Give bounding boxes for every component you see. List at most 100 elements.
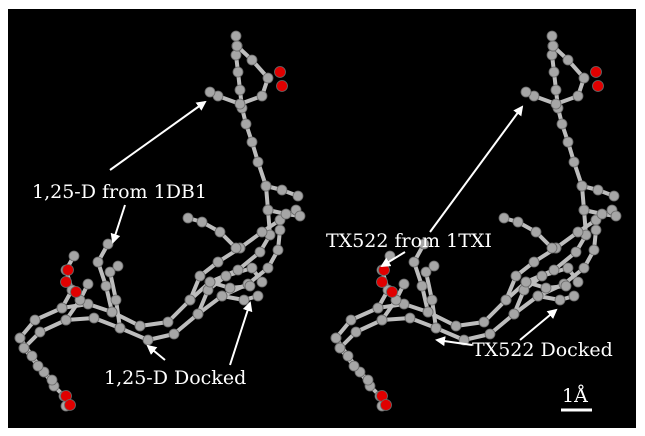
carbon-atom: [562, 136, 574, 148]
carbon-atom: [92, 256, 104, 268]
carbon-atom: [572, 90, 584, 102]
oxygen-atom: [386, 286, 398, 298]
carbon-atom: [230, 242, 242, 254]
carbon-atom: [182, 212, 194, 224]
carbon-atom: [420, 266, 432, 278]
carbon-atom: [110, 294, 122, 306]
carbon-atom: [256, 90, 268, 102]
carbon-atom: [422, 306, 434, 318]
carbon-atom: [376, 314, 388, 326]
carbon-atom: [608, 190, 620, 202]
carbon-atom: [256, 276, 268, 288]
carbon-atom: [230, 30, 242, 42]
carbon-atom: [234, 84, 246, 96]
arrow-crystal-up-left: [109, 100, 207, 171]
carbon-atom: [294, 210, 306, 222]
carbon-atom: [342, 350, 354, 362]
carbon-atom: [212, 256, 224, 268]
carbon-atom: [345, 314, 357, 326]
carbon-atom: [562, 262, 574, 274]
carbon-atom: [428, 260, 440, 272]
carbon-atom: [112, 260, 124, 272]
carbon-atom: [234, 98, 246, 110]
carbon-atom: [610, 210, 622, 222]
carbon-atom: [512, 216, 524, 228]
carbon-atom: [508, 308, 520, 320]
oxygen-atom: [60, 276, 72, 288]
label-right-crystal: TX522 from 1TXI: [326, 230, 492, 252]
carbon-atom: [34, 326, 46, 338]
carbon-atom: [520, 86, 532, 98]
carbon-atom: [280, 208, 292, 220]
carbon-atom: [536, 270, 548, 282]
carbon-atom: [532, 290, 544, 302]
oxygen-atom: [376, 276, 388, 288]
carbon-atom: [262, 262, 274, 274]
carbon-atom: [478, 316, 490, 328]
carbon-atom: [560, 280, 572, 292]
carbon-atom: [204, 86, 216, 98]
carbon-atom: [578, 204, 590, 216]
carbon-atom: [29, 314, 41, 326]
carbon-atom: [162, 316, 174, 328]
carbon-atom: [362, 374, 374, 386]
carbon-atom: [256, 226, 268, 238]
label-left-crystal: 1,25-D from 1DB1: [32, 181, 207, 203]
label-left-docked: 1,25-D Docked: [104, 367, 246, 389]
carbon-atom: [498, 212, 510, 224]
scale-bar-label: 1Å: [562, 385, 588, 407]
molecule-panel: [8, 9, 636, 428]
carbon-atom: [372, 302, 384, 314]
carbon-atom: [252, 156, 264, 168]
carbon-atom: [26, 350, 38, 362]
oxygen-atom: [276, 80, 288, 92]
carbon-atom: [60, 314, 72, 326]
carbon-atom: [398, 278, 410, 290]
carbon-atom: [276, 184, 288, 196]
carbon-atom: [520, 276, 532, 288]
carbon-atom: [556, 118, 568, 130]
arrow-crystal-up-right: [429, 105, 524, 233]
carbon-atom: [194, 270, 206, 282]
oxygen-atom: [274, 66, 286, 78]
carbon-atom: [450, 320, 462, 332]
oxygen-atom: [592, 80, 604, 92]
arrow-docked-a-right: [435, 336, 473, 347]
carbon-atom: [168, 328, 180, 340]
carbon-atom: [562, 54, 574, 66]
carbon-atom: [100, 280, 112, 292]
carbon-atom: [540, 282, 552, 294]
carbon-atom: [224, 282, 236, 294]
carbon-atom: [262, 72, 274, 84]
carbon-atom: [576, 180, 588, 192]
carbon-atom: [246, 54, 258, 66]
carbon-atom: [550, 84, 562, 96]
oxygen-atom: [380, 399, 392, 411]
carbon-atom: [334, 342, 346, 354]
carbon-atom: [240, 118, 252, 130]
carbon-atom: [546, 30, 558, 42]
carbon-atom: [192, 308, 204, 320]
carbon-atom: [196, 216, 208, 228]
carbon-atom: [292, 190, 304, 202]
carbon-atom: [572, 276, 584, 288]
carbon-atom: [88, 312, 100, 324]
oxygen-atom: [590, 66, 602, 78]
carbon-atom: [254, 246, 266, 258]
carbon-atom: [134, 320, 146, 332]
carbon-atom: [430, 322, 442, 334]
carbon-atom: [546, 242, 558, 254]
carbon-atom: [246, 262, 258, 274]
carbon-atom: [330, 332, 342, 344]
carbon-atom: [244, 280, 256, 292]
arrow-docked-a-left: [146, 344, 166, 361]
carbon-atom: [32, 360, 44, 372]
carbon-atom: [252, 290, 264, 302]
carbon-atom: [548, 66, 560, 78]
carbon-atom: [484, 328, 496, 340]
carbon-atom: [510, 270, 522, 282]
carbon-atom: [530, 226, 542, 238]
